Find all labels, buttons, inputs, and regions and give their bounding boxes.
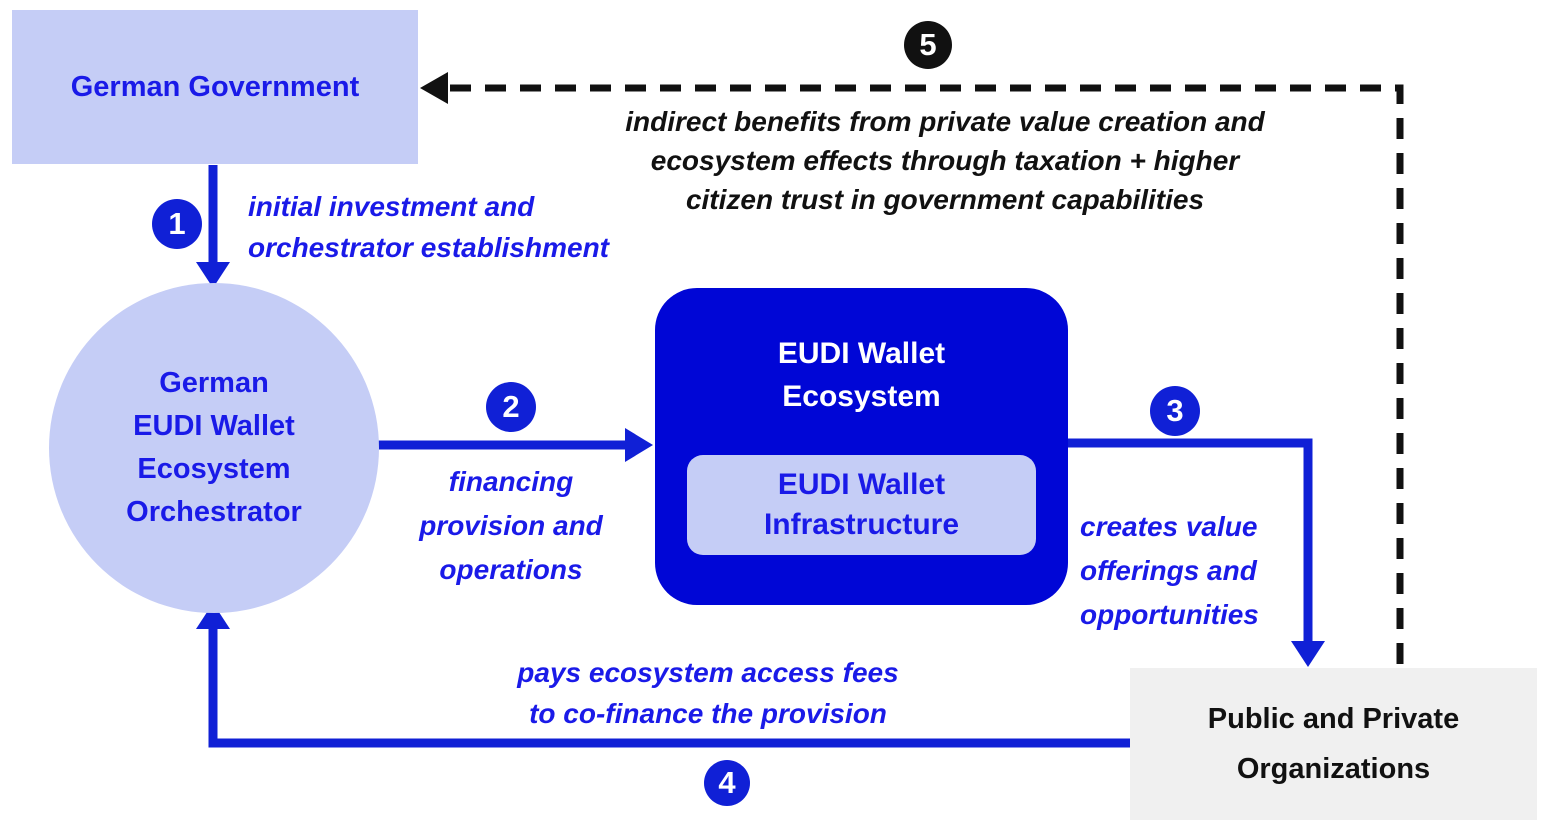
ecosystem-title: EUDI Wallet Ecosystem (777, 337, 946, 413)
flow-3-arrow (1068, 438, 1325, 667)
flow-1-arrow (196, 165, 230, 288)
flow-2-arrow (378, 428, 653, 462)
organizations-label: Public and Private Organizations (1207, 703, 1460, 785)
flow-1-label: initial investment and orchestrator esta… (248, 191, 609, 263)
flow-4-arrow (196, 603, 1130, 748)
node-eudi-wallet-infrastructure: EUDI Wallet Infrastructure (687, 455, 1036, 555)
node-public-private-organizations: Public and Private Organizations (1130, 668, 1537, 820)
flow-1-badge: 1 (152, 199, 202, 249)
german-government-label: German Government (70, 70, 360, 103)
node-eudi-wallet-ecosystem: EUDI Wallet Ecosystem EUDI Wallet Infras… (655, 288, 1068, 605)
flow-5-badge: 5 (904, 21, 952, 69)
flow-4-badge: 4 (704, 760, 750, 806)
node-german-government: German Government (12, 10, 418, 164)
node-orchestrator: German EUDI Wallet Ecosystem Orchestrato… (49, 283, 379, 613)
flow-3-label: creates value offerings and opportunitie… (1080, 511, 1259, 630)
flow-2-badge: 2 (486, 382, 536, 432)
orchestrator-label: German EUDI Wallet Ecosystem Orchestrato… (126, 367, 302, 528)
flow-5-label: indirect benefits from private value cre… (625, 106, 1265, 215)
flow-2-label: financing provision and operations (419, 466, 603, 585)
flow-3-badge: 3 (1150, 386, 1200, 436)
flow-5-arrow (420, 72, 1404, 664)
infrastructure-label: EUDI Wallet Infrastructure (763, 468, 960, 541)
flow-4-label: pays ecosystem access fees to co-finance… (517, 657, 899, 729)
